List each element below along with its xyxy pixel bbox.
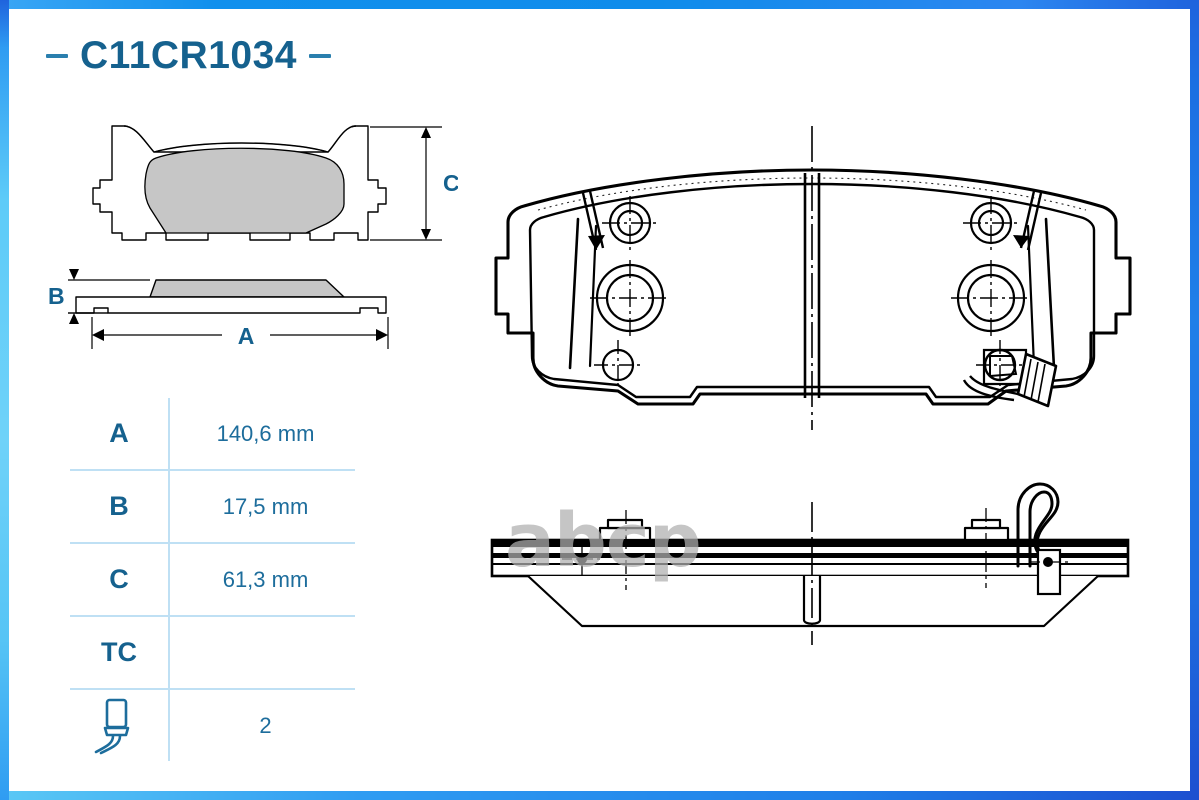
- part-number-text: C11CR1034: [80, 34, 297, 77]
- table-column-divider: [168, 471, 170, 542]
- table-row: B 17,5 mm: [70, 471, 355, 544]
- frame-border-bottom: [0, 791, 1199, 800]
- arrow-marker-icon: [588, 235, 605, 250]
- backplate-cad-side-view: [478, 440, 1148, 660]
- spec-key-b: B: [109, 491, 129, 521]
- spec-key-c: C: [109, 564, 129, 594]
- dimension-label-c: C: [443, 170, 458, 196]
- spec-key-tc: TC: [101, 637, 137, 667]
- title-dash-right-icon: [308, 53, 331, 58]
- table-column-divider: [168, 398, 170, 469]
- arrow-marker-icon: [1013, 235, 1030, 248]
- frame-border-left: [0, 0, 9, 800]
- brake-pad-front-view: C: [38, 112, 460, 262]
- table-column-divider: [168, 544, 170, 615]
- frame-border-right: [1190, 0, 1199, 800]
- arrow-down-icon: [69, 269, 79, 280]
- frame-border-top: [0, 0, 1199, 9]
- table-column-divider: [168, 690, 170, 761]
- wear-sensor-icon: [94, 698, 130, 754]
- page-title: C11CR1034: [46, 36, 331, 75]
- arrow-right-icon: [376, 329, 388, 341]
- brake-pad-side-view: B A: [38, 256, 458, 356]
- arrow-up-icon: [69, 313, 79, 324]
- spec-key-sensor: [70, 697, 168, 755]
- specifications-table: A 140,6 mm B 17,5 mm C 61,3 mm TC: [70, 398, 355, 761]
- spec-value-a: 140,6 mm: [216, 420, 315, 446]
- backplate-cad-front-view: [478, 118, 1148, 438]
- table-row: TC: [70, 617, 355, 690]
- spec-value-b: 17,5 mm: [222, 493, 309, 519]
- arrow-down-icon: [421, 229, 431, 240]
- title-dash-left-icon: [46, 53, 68, 58]
- dimension-label-a: A: [238, 323, 255, 349]
- arrow-up-icon: [421, 127, 431, 138]
- spec-key-a: A: [109, 418, 129, 448]
- table-column-divider: [168, 617, 170, 688]
- spec-value-c: 61,3 mm: [222, 566, 309, 592]
- table-row: 2: [70, 690, 355, 761]
- spec-value-sensor-count: 2: [259, 712, 272, 738]
- table-row: C 61,3 mm: [70, 544, 355, 617]
- table-row: A 140,6 mm: [70, 398, 355, 471]
- arrow-left-icon: [92, 329, 104, 341]
- dimension-label-b: B: [48, 283, 65, 309]
